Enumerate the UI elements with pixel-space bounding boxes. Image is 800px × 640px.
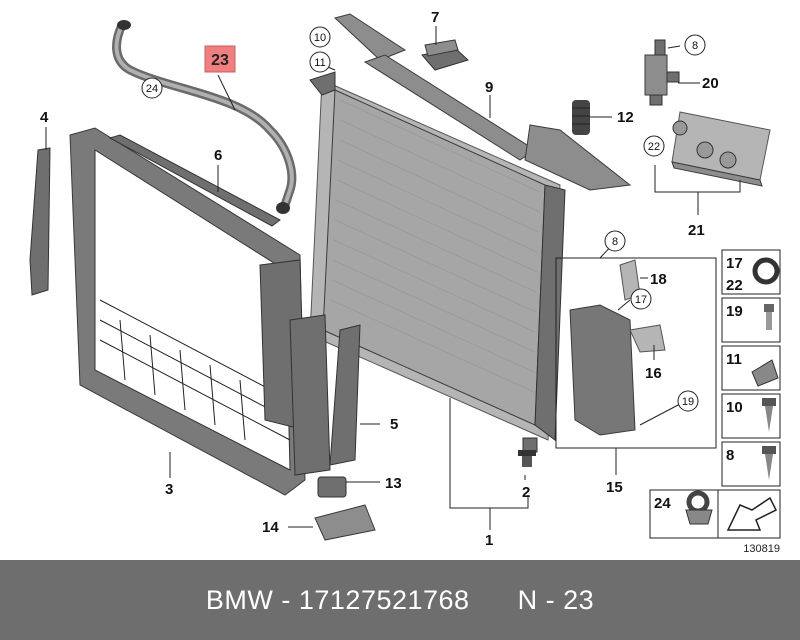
part-info-bar: BMW - 17127521768 N - 23 <box>0 560 800 640</box>
callout-6: 6 <box>214 147 222 164</box>
hose-end-bottom <box>276 202 290 214</box>
diagram-position: N - 23 <box>517 584 595 615</box>
rubber-mount <box>572 100 590 135</box>
callout-20: 20 <box>702 75 719 92</box>
connector-block <box>421 39 469 71</box>
air-duct <box>569 259 666 436</box>
callout-22: 22 <box>648 141 660 153</box>
hose-end-top <box>117 20 131 30</box>
part-number: 17127521768 <box>298 584 470 615</box>
upper-bracket <box>333 13 632 191</box>
highlight-callout-23: 23 <box>204 45 236 73</box>
callout-9: 9 <box>485 79 493 96</box>
callout-18: 18 <box>650 271 667 288</box>
callout-3: 3 <box>165 481 173 498</box>
circled-callouts: 10 11 24 8 22 8 17 19 <box>141 26 706 412</box>
brand-label: BMW <box>205 584 274 615</box>
valve-fitting <box>644 39 680 106</box>
callout-21: 21 <box>688 222 705 239</box>
callout-14: 14 <box>262 519 279 536</box>
callout-15: 15 <box>606 479 623 496</box>
callout-12: 12 <box>617 109 634 126</box>
hose-clamp-icon <box>685 490 713 525</box>
screw-icon <box>762 398 776 432</box>
radiator <box>309 71 566 453</box>
callout-24: 24 <box>146 83 158 95</box>
spacer <box>470 585 518 616</box>
callout-11: 11 <box>314 57 325 69</box>
callout-2: 2 <box>522 484 530 501</box>
rivet-icon <box>764 304 774 330</box>
leader-lines <box>45 26 741 530</box>
bolt-icon <box>762 446 776 480</box>
callout-8a: 8 <box>692 40 698 52</box>
o-ring-icon <box>752 257 780 285</box>
callout-19: 19 <box>682 396 694 408</box>
callout-7: 7 <box>431 9 439 26</box>
callout-1: 1 <box>485 532 493 549</box>
diagram-number: 130819 <box>743 543 780 555</box>
side-bracket-left <box>29 147 51 296</box>
callout-8b: 8 <box>612 236 618 248</box>
parts-diagram: 4 6 7 9 12 20 21 1 2 3 5 13 14 15 16 18 … <box>29 9 781 555</box>
cover-14 <box>314 504 376 541</box>
callout-23: 23 <box>211 52 229 69</box>
legend-22: 22 <box>726 277 743 294</box>
clip-13 <box>317 476 347 498</box>
fastener-legend: 17 22 19 11 10 8 24 <box>649 249 781 539</box>
callout-5: 5 <box>390 416 398 433</box>
callout-17: 17 <box>635 294 647 306</box>
legend-17: 17 <box>726 255 743 272</box>
separator: - <box>273 584 299 615</box>
clip-nut-icon <box>751 359 779 387</box>
callout-13: 13 <box>385 475 402 492</box>
legend-10: 10 <box>726 399 743 416</box>
oil-cooler <box>671 111 771 187</box>
callout-10: 10 <box>314 32 326 44</box>
legend-11: 11 <box>726 351 742 368</box>
legend-24: 24 <box>654 495 671 512</box>
drain-screw <box>518 450 536 467</box>
seal-strip <box>108 134 281 227</box>
callout-4: 4 <box>40 109 49 126</box>
callouts: 4 6 7 9 12 20 21 1 2 3 5 13 14 15 16 18 <box>40 9 719 549</box>
side-bracket-right <box>329 324 361 466</box>
legend-8: 8 <box>726 447 734 464</box>
callout-16: 16 <box>645 365 662 382</box>
duct-group-box <box>555 257 717 449</box>
radiator-frame <box>69 127 331 496</box>
arrow-icon <box>726 496 778 531</box>
legend-19: 19 <box>726 303 743 320</box>
